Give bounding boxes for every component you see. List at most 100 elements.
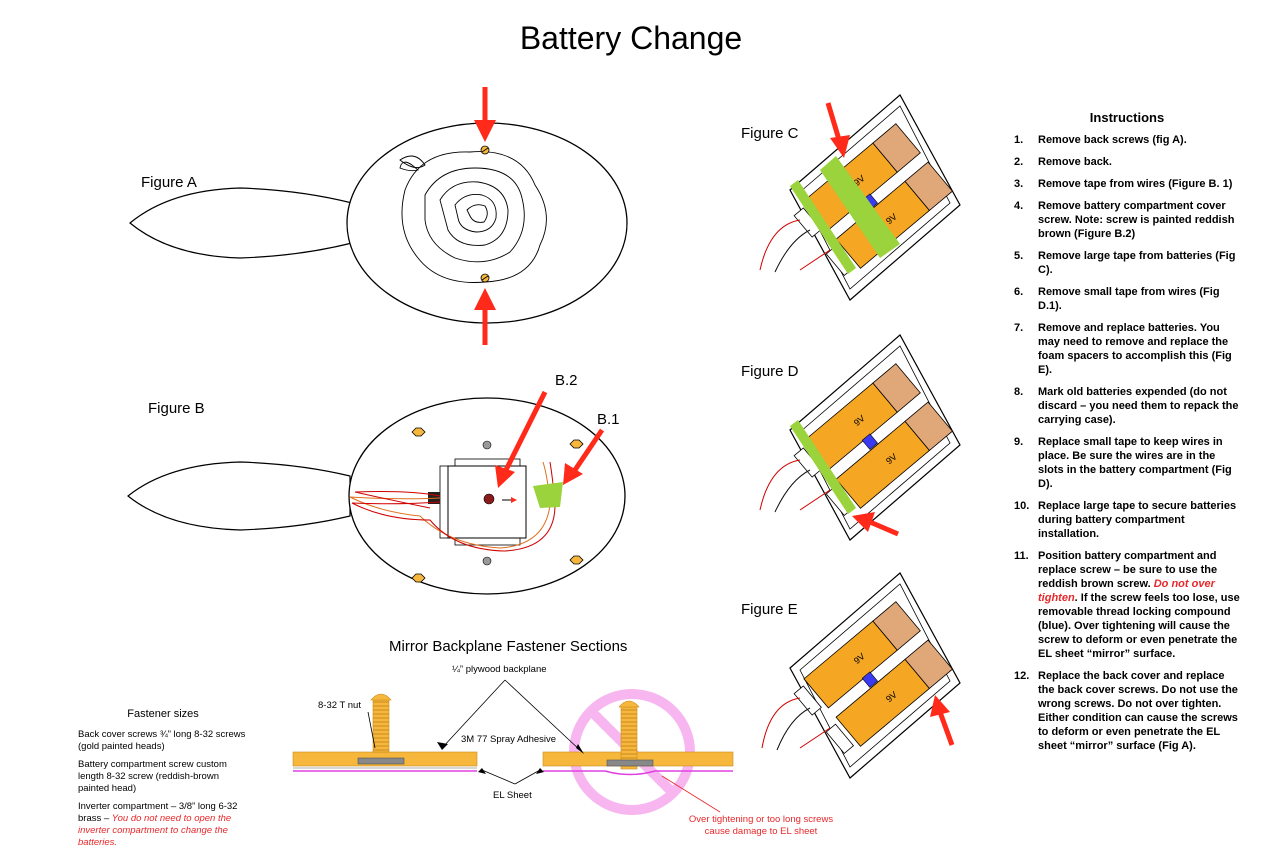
mirror-handle xyxy=(129,187,353,259)
step-text: Replace small tape to keep wires in plac… xyxy=(1038,436,1232,490)
inverter-warning: You do not need to open the inverter com… xyxy=(78,813,232,848)
instruction-step: 4. Remove battery compartment cover screw… xyxy=(1014,199,1240,241)
instruction-step: 5. Remove large tape from batteries (Fig … xyxy=(1014,249,1240,277)
instruction-step: 7. Remove and replace batteries. You may … xyxy=(1014,321,1240,377)
instruction-step: 11. Position battery compartment and repl… xyxy=(1014,549,1240,661)
step-number: 10. xyxy=(1014,500,1030,512)
figure-e-drawing: 9V 9V xyxy=(761,572,961,779)
figure-a-label: Figure A xyxy=(141,174,197,191)
fastener-sizes-panel: Fastener sizes Back cover screws ¾” long… xyxy=(78,708,248,855)
step-number: 4. xyxy=(1014,200,1024,212)
step-number: 6. xyxy=(1014,286,1024,298)
figure-b2-label: B.2 xyxy=(555,372,578,389)
instruction-step: 3. Remove tape from wires (Figure B. 1) xyxy=(1014,177,1240,191)
step-text: Remove battery compartment cover screw. … xyxy=(1038,200,1235,240)
step-text: Remove tape from wires (Figure B. 1) xyxy=(1038,178,1233,190)
step-number: 9. xyxy=(1014,436,1024,448)
t-nut-left xyxy=(357,757,405,765)
t-nut-right xyxy=(606,759,654,767)
el-sheet-right xyxy=(543,770,733,776)
damage-caption: Over tightening or too long screws cause… xyxy=(676,814,846,838)
figure-b1-label: B.1 xyxy=(597,411,620,428)
arrow-fig-d xyxy=(852,512,899,537)
step-text-part: . If the screw feels too lose, use remov… xyxy=(1038,592,1240,660)
instructions-list: 1. Remove back screws (fig A). 2. Remove b… xyxy=(1014,133,1240,753)
foam-spacer xyxy=(872,601,921,651)
mirror-back-handle xyxy=(127,461,351,531)
instruction-step: 8. Mark old batteries expended (do not di… xyxy=(1014,385,1240,427)
arrow-fig-c xyxy=(825,102,850,158)
do-not-over-tighten-warning: Do not over tighten xyxy=(1038,578,1215,604)
instruction-step: 6. Remove small tape from wires (Fig D.1)… xyxy=(1014,285,1240,313)
step-text: Remove large tape from batteries (Fig C)… xyxy=(1038,250,1236,276)
sections-title: Mirror Backplane Fastener Sections xyxy=(389,638,628,655)
arrow-b1 xyxy=(563,428,605,485)
battery-compartment-screw xyxy=(483,493,495,505)
figure-b-drawing xyxy=(127,390,626,595)
el-sheet-label: EL Sheet xyxy=(493,790,532,801)
instructions-panel: Instructions 1. Remove back screws (fig A… xyxy=(1014,110,1240,761)
step-number: 11. xyxy=(1014,550,1029,562)
small-tape xyxy=(790,420,856,514)
inverter-screw-icon xyxy=(482,440,492,450)
damage-caption-line2: cause damage to EL sheet xyxy=(704,826,818,837)
step-text: Replace large tape to secure batteries d… xyxy=(1038,500,1237,540)
foam-spacer xyxy=(872,123,921,173)
step-text: Mark old batteries expended (do not disc… xyxy=(1038,386,1239,426)
figure-a-drawing xyxy=(129,87,628,345)
fastener-sizes-title: Fastener sizes xyxy=(127,708,199,720)
figure-c-label: Figure C xyxy=(741,125,799,142)
arrow-top-screw xyxy=(474,87,496,142)
step-text: Remove small tape from wires (Fig D.1). xyxy=(1038,286,1220,312)
foam-spacer xyxy=(904,639,953,690)
step-number: 5. xyxy=(1014,250,1024,262)
arrow-bottom-screw xyxy=(474,288,496,345)
foam-spacer xyxy=(904,161,953,212)
step-number: 8. xyxy=(1014,386,1024,398)
step-text-part: Position battery compartment and replace… xyxy=(1038,550,1218,590)
back-cover-screws-note: Back cover screws ¾” long 8-32 screws (g… xyxy=(78,729,246,752)
damage-caption-line1: Over tightening or too long screws xyxy=(688,814,834,825)
page-title: Battery Change xyxy=(519,20,743,56)
figure-c-drawing: 9V 9V xyxy=(759,94,961,301)
step-text: Position battery compartment and replace… xyxy=(1038,549,1240,661)
instruction-step: 12. Replace the back cover and replace th… xyxy=(1014,669,1240,753)
foam-spacer xyxy=(904,401,953,452)
step-number: 3. xyxy=(1014,178,1024,190)
step-text: Replace the back cover and replace the b… xyxy=(1038,670,1238,752)
instruction-step: 2. Remove back. xyxy=(1014,155,1240,169)
figure-d-drawing: 9V 9V xyxy=(759,334,961,541)
step-number: 12. xyxy=(1014,670,1030,682)
instruction-step: 1. Remove back screws (fig A). xyxy=(1014,133,1240,147)
instruction-step: 10. Replace large tape to secure batterie… xyxy=(1014,499,1240,541)
instruction-step: 9. Replace small tape to keep wires in pl… xyxy=(1014,435,1240,491)
small-tape xyxy=(790,180,856,274)
figure-d-label: Figure D xyxy=(741,363,799,380)
step-number: 1. xyxy=(1014,134,1024,146)
t-nut-label: 8-32 T nut xyxy=(318,700,361,711)
inverter-note: Inverter compartment – 3/8” long 6-32 br… xyxy=(78,801,248,849)
foam-spacer xyxy=(872,363,921,413)
adhesive-label: 3M 77 Spray Adhesive xyxy=(461,734,557,745)
step-number: 7. xyxy=(1014,322,1024,334)
step-number: 2. xyxy=(1014,156,1024,168)
t-nut-icon xyxy=(411,427,584,583)
step-text: Remove back screws (fig A). xyxy=(1038,134,1187,146)
instructions-title: Instructions xyxy=(1089,110,1165,125)
screw-left xyxy=(372,699,390,753)
figure-b-label: Figure B xyxy=(148,400,205,417)
figure-e-label: Figure E xyxy=(741,601,798,618)
inverter-text: Inverter compartment – 3/8” long 6-32 br… xyxy=(78,801,238,824)
large-tape xyxy=(820,156,900,258)
plywood-label: ¼” plywood backplane xyxy=(452,664,547,675)
step-text: Remove and replace batteries. You may ne… xyxy=(1038,322,1232,376)
fastener-sections-drawing xyxy=(292,679,734,815)
rose-drawing xyxy=(399,151,547,283)
arrow-b2 xyxy=(495,390,548,488)
inverter-screw-icon xyxy=(482,556,492,566)
step-text: Remove back. xyxy=(1038,156,1112,168)
arrow-fig-e xyxy=(930,695,955,746)
battery-screw-note: Battery compartment screw custom length … xyxy=(78,759,227,794)
small-tape-b1 xyxy=(533,482,563,508)
